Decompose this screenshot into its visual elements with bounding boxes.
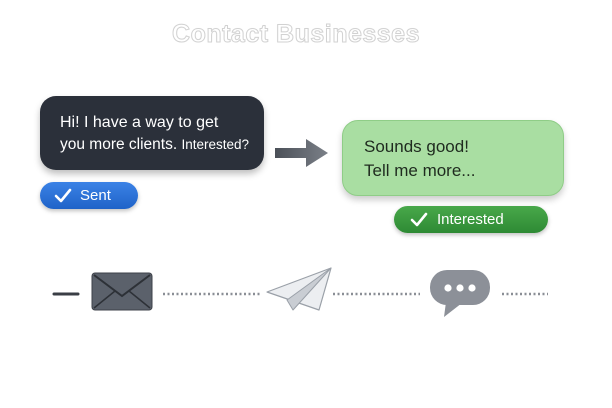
paper-plane-icon	[266, 267, 332, 311]
envelope-icon	[91, 272, 153, 311]
check-icon	[54, 188, 72, 203]
arrow-right-icon	[275, 139, 328, 167]
reply-message-line1: Sounds good!	[364, 137, 469, 156]
interested-status-badge: Interested	[394, 206, 548, 233]
reply-message-bubble: Sounds good! Tell me more...	[342, 120, 564, 196]
reply-message-line2: Tell me more...	[364, 161, 476, 180]
progress-timeline	[52, 267, 548, 317]
outgoing-message-line2-start: you more clients.	[60, 136, 178, 153]
outgoing-message-line2: you more clients. Interested?	[60, 134, 250, 156]
sent-status-badge: Sent	[40, 182, 138, 209]
sent-status-label: Sent	[80, 187, 111, 204]
chat-bubble-icon	[430, 270, 490, 317]
check-icon	[410, 212, 428, 227]
interested-status-label: Interested	[437, 211, 504, 228]
outgoing-message-line1: Hi! I have a way to get	[60, 114, 219, 131]
page-title: Contact Businesses	[172, 20, 420, 49]
outgoing-message-bubble: Hi! I have a way to get you more clients…	[40, 96, 264, 170]
outgoing-message-line2-end: Interested?	[181, 137, 250, 152]
